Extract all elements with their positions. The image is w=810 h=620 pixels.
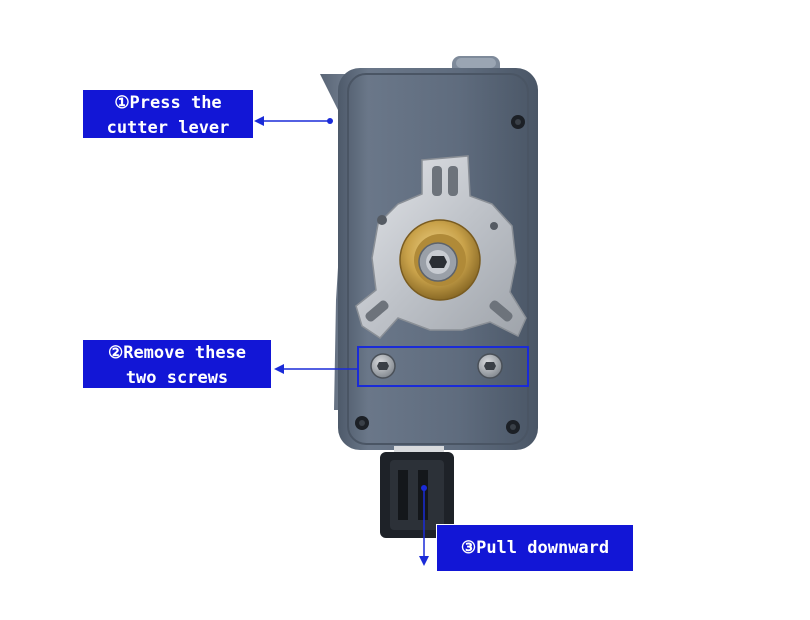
screws-highlight-box bbox=[357, 346, 529, 387]
callout-step-1-line-2: cutter lever bbox=[106, 118, 230, 138]
brass-bushing bbox=[399, 219, 481, 301]
screw-left[interactable] bbox=[370, 353, 396, 379]
arrow-to-screws bbox=[274, 364, 358, 374]
arrow-pull-down bbox=[419, 485, 429, 566]
bottom-connector[interactable] bbox=[380, 446, 454, 538]
screw-right[interactable] bbox=[477, 353, 503, 379]
callout-step-3: ③Pull downward bbox=[436, 524, 634, 572]
arrow-to-lever bbox=[254, 116, 333, 126]
callout-step-2-line-1: ②Remove these bbox=[107, 343, 247, 363]
corner-screw-bottom-left bbox=[355, 416, 369, 430]
callout-step-1-line-1: ①Press the bbox=[114, 93, 222, 113]
callout-step-2: ②Remove these two screws bbox=[82, 339, 272, 389]
callout-step-2-line-2: two screws bbox=[125, 368, 229, 388]
callout-step-3-line-1: ③Pull downward bbox=[460, 538, 610, 558]
corner-screw-bottom-right bbox=[506, 420, 520, 434]
callout-step-1: ①Press the cutter lever bbox=[82, 89, 254, 139]
corner-screw-top-right bbox=[511, 115, 525, 129]
